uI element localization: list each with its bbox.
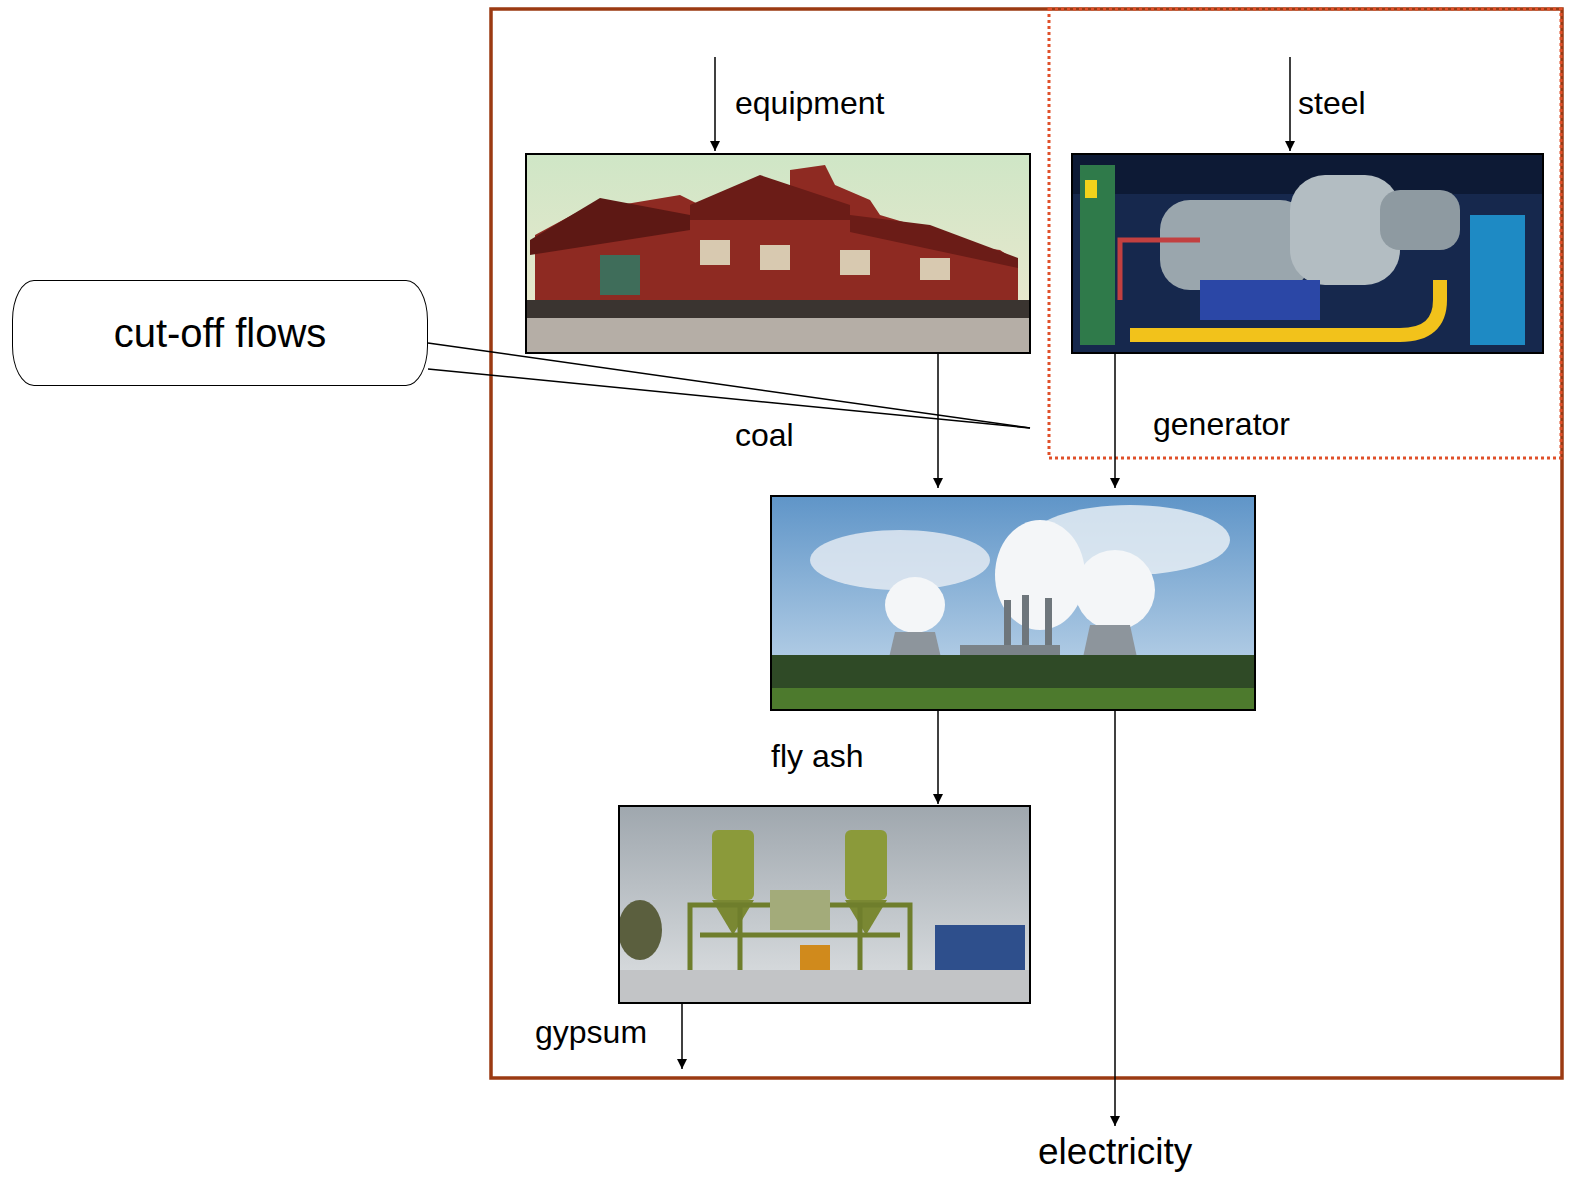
steam-plume [885,577,945,633]
mixer-house [770,890,830,930]
flow-arrow [1289,57,1291,151]
flow-arrow [681,1004,683,1069]
flow-label: steel [1298,86,1366,121]
machine-casing [1160,200,1310,290]
flow-label: fly ash [771,739,863,774]
flow-arrow [937,354,939,488]
system-boundary [491,9,1562,1078]
flow-arrow [1114,354,1116,488]
picture-frame [1072,154,1543,353]
steam-plume [1075,550,1155,630]
leader-line [428,369,1030,428]
loader [800,945,830,970]
gypsum-plant-picture [618,806,1030,1003]
control-button [1085,180,1097,198]
mine-roof [530,198,690,255]
picture-ground [619,970,1030,1003]
tree-line [771,655,1255,710]
flow-label: gypsum [535,1015,647,1050]
picture-sky [526,154,1030,353]
flow-arrow [937,711,939,804]
blue-tank [1470,215,1525,345]
silo [712,830,754,900]
callout-box: cut-off flows [12,280,428,386]
power-plant-picture [771,496,1255,710]
picture-background [1072,154,1543,353]
callout-text: cut-off flows [114,311,327,355]
mine-window [920,258,950,280]
picture-cars [526,300,1030,318]
picture-frame [526,154,1030,353]
picture-frame [619,806,1030,1003]
picture-frame [771,496,1255,710]
silo [845,830,887,900]
tree [618,900,662,960]
flow-label: coal [735,418,794,453]
picture-ground [526,315,1030,353]
flow-arrow [1114,711,1116,1126]
machine-valves [1200,280,1320,320]
mine-roof [690,175,850,220]
cut-off-boundary [1049,9,1561,458]
red-pipe [1120,240,1200,300]
yellow-pipe [1130,280,1440,335]
mine-door [600,255,640,295]
mine-window [700,240,730,265]
control-cabinet [1080,165,1115,345]
flow-label: equipment [735,86,884,121]
mine-window [760,245,790,270]
mine-window [840,250,870,275]
picture-sky [771,496,1255,710]
coal-mine-picture [526,154,1030,353]
truck [935,925,1025,970]
leader-line [428,343,1030,428]
flow-label: generator [1153,407,1290,442]
machine-casing [1380,190,1460,250]
picture-sky [619,806,1030,1003]
picture-field [771,688,1255,710]
flow-label: electricity [1038,1132,1192,1173]
generator-picture [1072,154,1543,353]
flow-arrow [714,57,716,151]
